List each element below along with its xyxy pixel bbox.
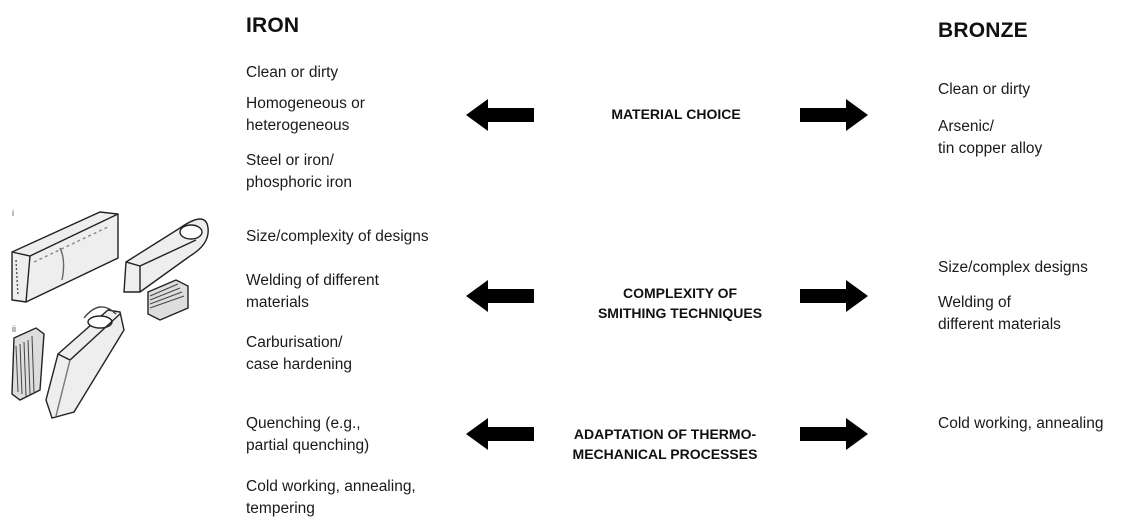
right-arrow-icon bbox=[800, 418, 868, 450]
bronze-material-item-1: Arsenic/ tin copper alloy bbox=[938, 118, 1043, 157]
iron-heading: IRON bbox=[246, 14, 300, 37]
bronze-smithing-item-1: Welding of different materials bbox=[938, 294, 1061, 333]
iron-smithing-item-1: Welding of different materials bbox=[246, 272, 379, 311]
axe-forging-sketch-icon: i ii bbox=[11, 208, 209, 419]
bronze-smithing-item-0: Size/complex designs bbox=[938, 259, 1088, 276]
center-material-label: MATERIAL CHOICE bbox=[611, 106, 741, 122]
iron-smithing-item-0: Size/complexity of designs bbox=[246, 228, 429, 245]
bronze-material-item-0: Clean or dirty bbox=[938, 81, 1031, 98]
iron-material-item-1: Homogeneous or heterogeneous bbox=[246, 95, 365, 134]
left-arrow-icon bbox=[466, 99, 534, 131]
iron-thermo-item-1: Cold working, annealing, tempering bbox=[246, 478, 416, 517]
center-smithing-label: COMPLEXITY OF SMITHING TECHNIQUES bbox=[597, 285, 763, 321]
center-thermo-label: ADAPTATION OF THERMO- MECHANICAL PROCESS… bbox=[572, 426, 758, 462]
iron-material-item-0: Clean or dirty bbox=[246, 64, 339, 81]
iron-material-item-2: Steel or iron/ phosphoric iron bbox=[246, 152, 352, 191]
iron-smithing-item-2: Carburisation/ case hardening bbox=[246, 334, 352, 373]
left-arrow-icon bbox=[466, 418, 534, 450]
left-arrow-icon bbox=[466, 280, 534, 312]
bronze-heading: BRONZE bbox=[938, 19, 1028, 42]
illus-label-i: i bbox=[12, 208, 14, 218]
bronze-thermo-item-0: Cold working, annealing bbox=[938, 415, 1104, 432]
right-arrow-icon bbox=[800, 99, 868, 131]
right-arrow-icon bbox=[800, 280, 868, 312]
iron-thermo-item-0: Quenching (e.g., partial quenching) bbox=[246, 415, 370, 454]
illus-label-ii: ii bbox=[12, 324, 16, 334]
